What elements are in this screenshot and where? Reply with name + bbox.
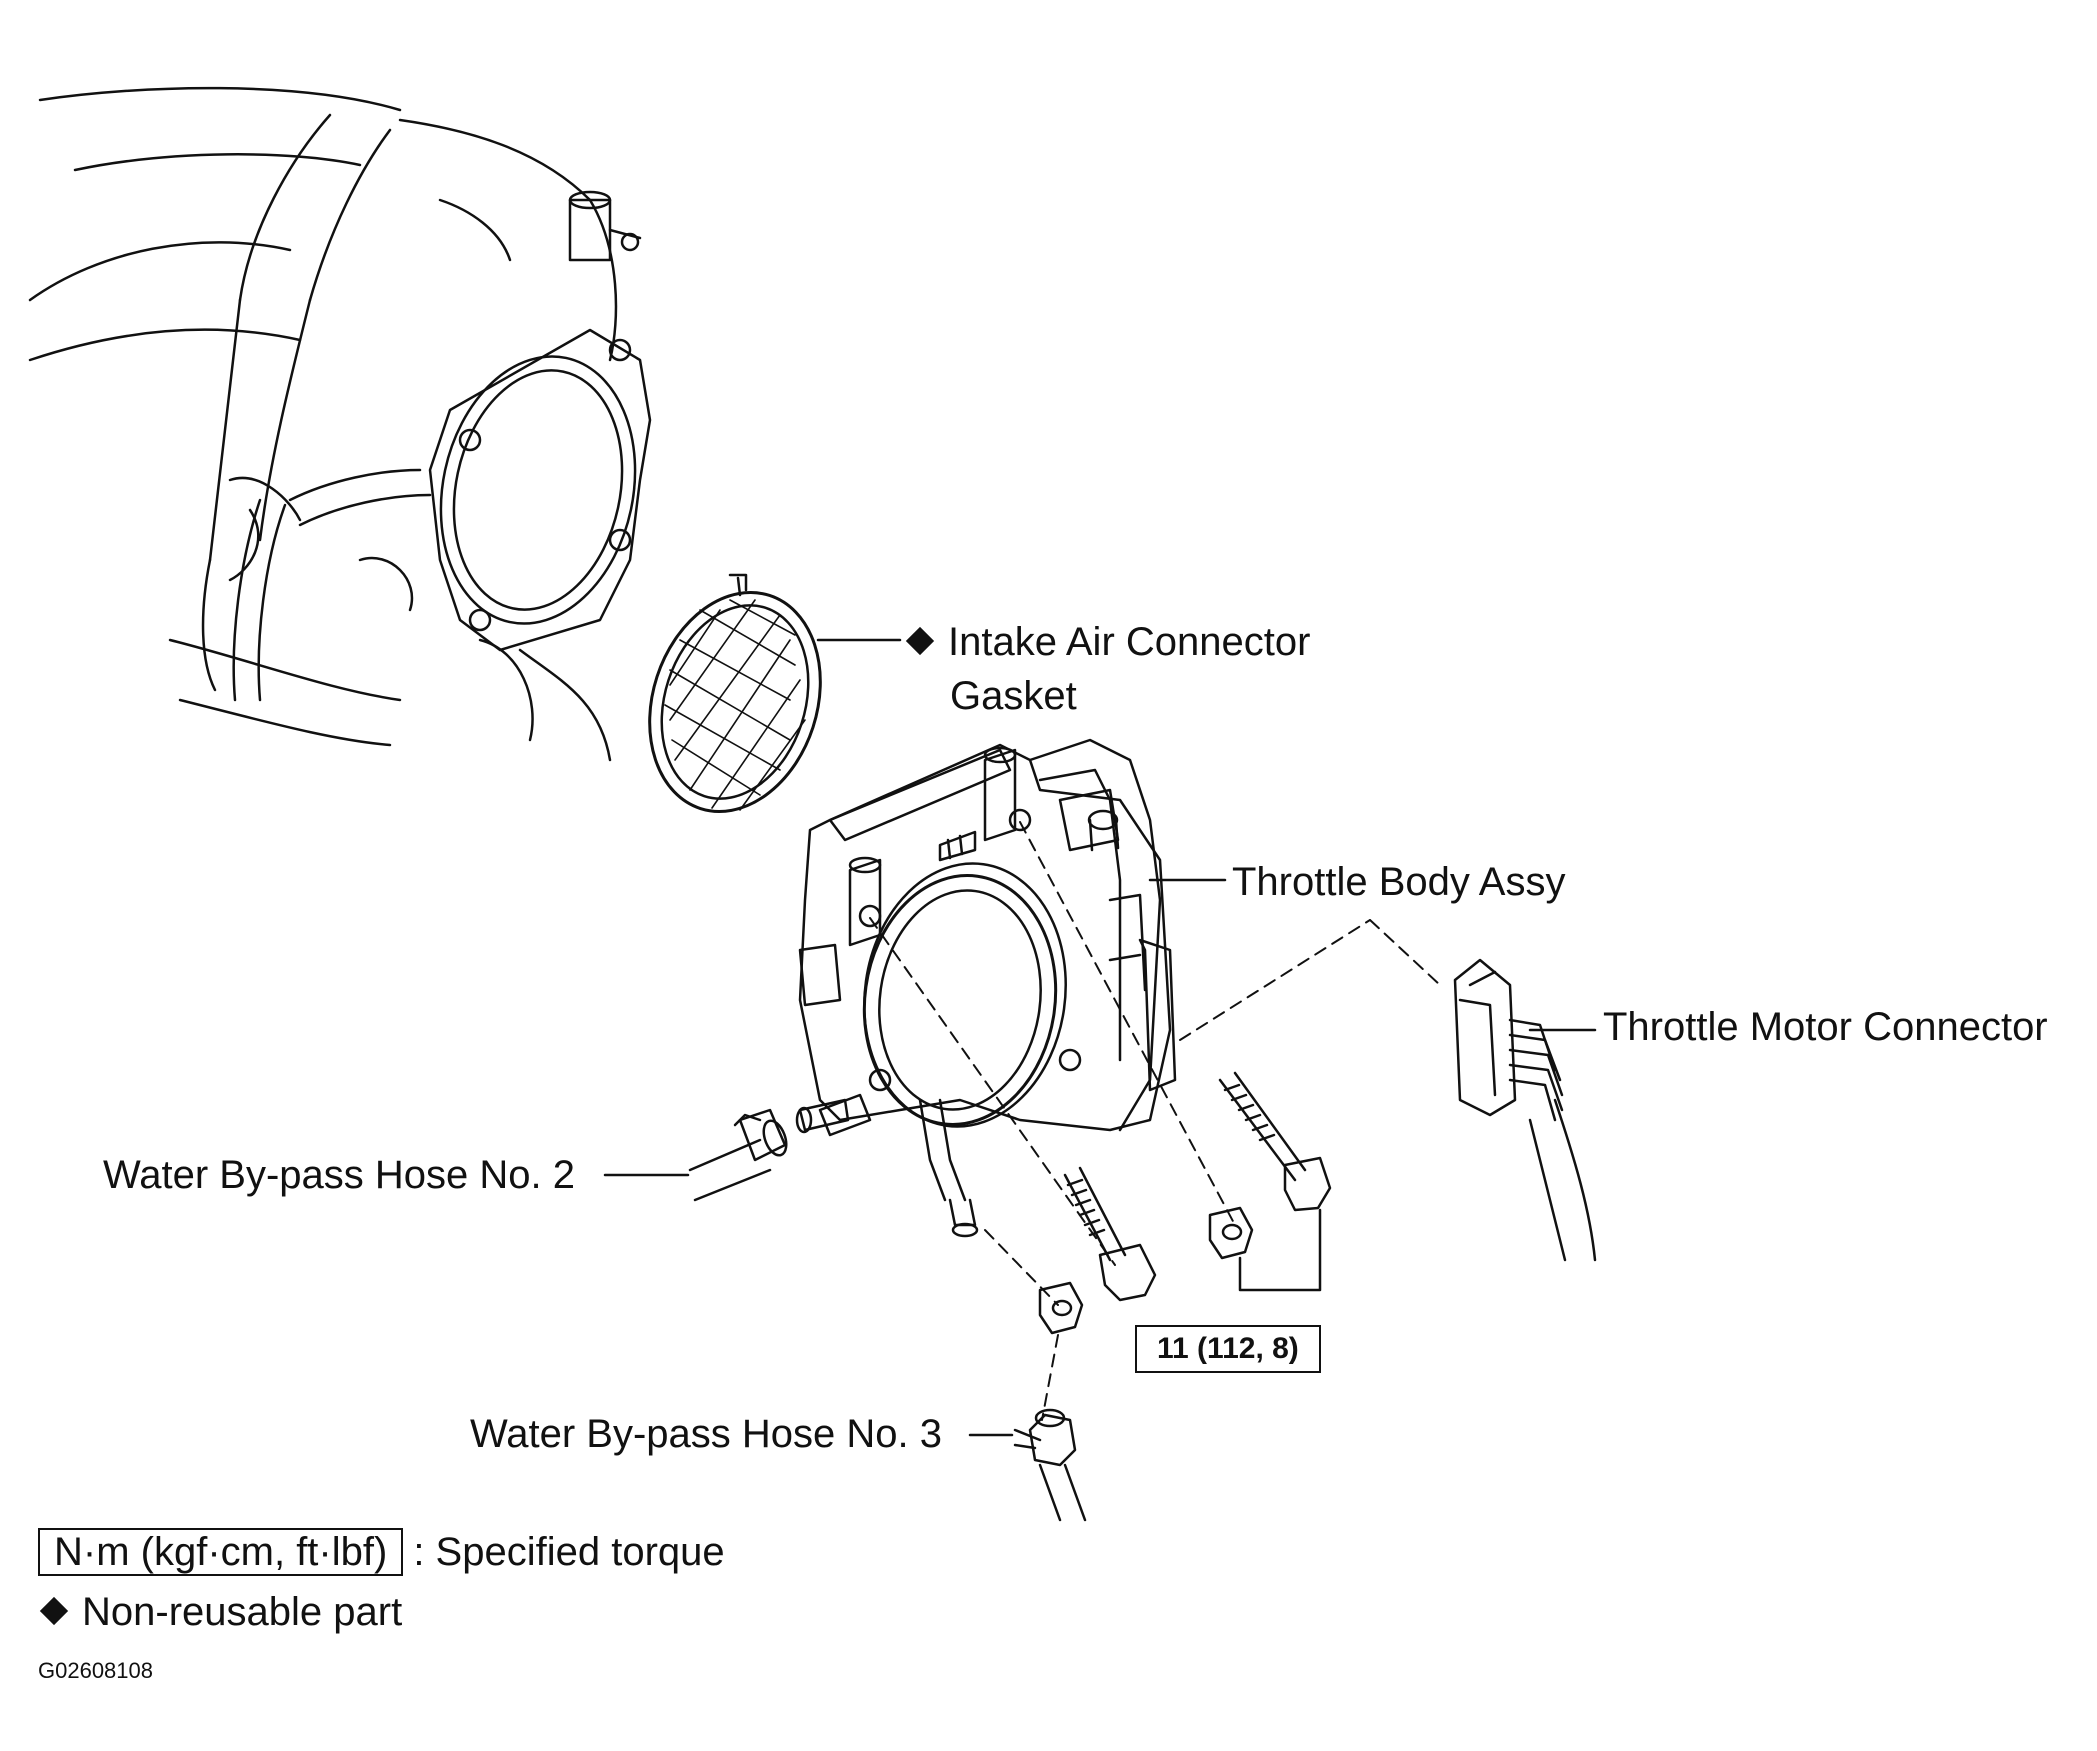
nut-left [1038, 1281, 1084, 1335]
throttle-motor-connector [1453, 958, 1597, 1262]
black-diamond-icon [905, 626, 935, 656]
water-bypass-hose-no2-label: Water By-pass Hose No. 2 [103, 1153, 576, 1197]
throttle-body-label: Throttle Body Assy [1232, 860, 1566, 904]
bolt-right [1218, 1071, 1332, 1212]
figure-code: G02608108 [38, 1658, 153, 1683]
intake-gasket-label-line1: Intake Air Connector [948, 620, 1311, 664]
assembly-dashed-lines [869, 821, 1441, 1421]
intake-manifold [28, 86, 642, 762]
water-bypass-hose-no2 [688, 1108, 788, 1202]
intake-gasket-label: Intake Air Connector [905, 620, 1311, 664]
intake-gasket-label-line2: Gasket [950, 674, 1077, 718]
legend-non-reusable: Non-reusable part [39, 1590, 403, 1634]
throttle-motor-connector-label: Throttle Motor Connector [1603, 1005, 2048, 1049]
water-bypass-hose-no3 [948, 1198, 1087, 1522]
black-diamond-icon [39, 1596, 69, 1626]
bolt-left [1063, 1166, 1157, 1302]
throttle-body-assy [795, 738, 1177, 1202]
torque-bracket-line [1238, 1208, 1322, 1292]
manifold-flange [428, 328, 652, 652]
intake-air-connector-gasket [648, 573, 822, 813]
legend-non-reusable-text: Non-reusable part [82, 1590, 403, 1634]
legend-torque-units: N·m (kgf·cm, ft·lbf) [38, 1528, 404, 1576]
legend-torque: N·m (kgf·cm, ft·lbf): Specified torque [38, 1528, 725, 1576]
torque-spec-box: 11 (112, 8) [1135, 1325, 1321, 1373]
nut-middle [1208, 1206, 1254, 1260]
legend-torque-desc: : Specified torque [413, 1530, 725, 1574]
water-bypass-hose-no3-label: Water By-pass Hose No. 3 [470, 1412, 943, 1456]
